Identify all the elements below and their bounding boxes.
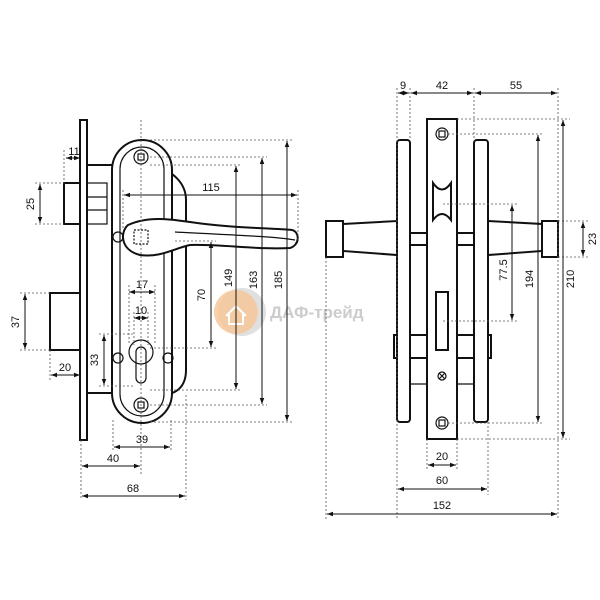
dim-9: 9 — [400, 80, 406, 92]
dim-152: 152 — [433, 500, 451, 512]
dim-149: 149 — [223, 269, 235, 287]
dim-70: 70 — [196, 289, 208, 301]
watermark-logo: ДАФ-трейд — [214, 288, 364, 336]
dimension-lines — [22, 141, 297, 499]
left-handle-plate — [396, 139, 411, 423]
dim-23: 23 — [587, 233, 599, 245]
dim-33: 33 — [89, 354, 101, 366]
dim-55: 55 — [510, 80, 522, 92]
dim-68: 68 — [127, 483, 139, 495]
dim-39: 39 — [136, 434, 148, 446]
dim-20: 20 — [59, 362, 71, 374]
dim-60: 60 — [436, 475, 448, 487]
escutcheon — [111, 139, 187, 424]
dim-210: 210 — [565, 270, 577, 288]
left-knob — [325, 220, 344, 258]
bolt-opening — [435, 291, 449, 351]
dim-115: 115 — [202, 182, 220, 194]
dim-20-side: 20 — [436, 451, 448, 463]
dimension-labels: 11 25 37 20 33 17 10 70 149 163 185 115 … — [10, 146, 285, 495]
side-dimension-labels: 9 42 55 210 194 77.5 23 20 60 152 — [400, 80, 599, 512]
side-dimension-lines — [327, 90, 586, 517]
dim-40: 40 — [107, 453, 119, 465]
faceplate — [79, 119, 88, 441]
dim-194: 194 — [524, 270, 536, 288]
dim-10: 10 — [135, 305, 147, 317]
dim-163: 163 — [248, 271, 260, 289]
cross-screw-icon — [437, 371, 447, 381]
latch-opening — [432, 179, 452, 223]
front-view: 11 25 37 20 33 17 10 70 149 163 185 115 … — [10, 119, 299, 500]
side-faceplate — [426, 118, 458, 440]
dead-bolt — [49, 292, 81, 351]
dim-17: 17 — [136, 279, 148, 291]
dim-185: 185 — [273, 271, 285, 289]
dim-25: 25 — [25, 198, 37, 210]
right-knob — [541, 220, 559, 258]
dim-77-5: 77.5 — [498, 259, 510, 280]
lock-body — [49, 119, 118, 441]
side-levers — [325, 219, 559, 258]
latch-bolt — [63, 182, 81, 225]
dim-11: 11 — [68, 146, 79, 158]
right-handle-plate — [473, 139, 489, 423]
dim-42: 42 — [436, 80, 448, 92]
side-view: 9 42 55 210 194 77.5 23 20 60 152 — [325, 80, 599, 520]
dim-37: 37 — [10, 316, 22, 328]
lever-handle — [122, 217, 299, 257]
watermark-text: ДАФ-трейд — [270, 303, 364, 322]
